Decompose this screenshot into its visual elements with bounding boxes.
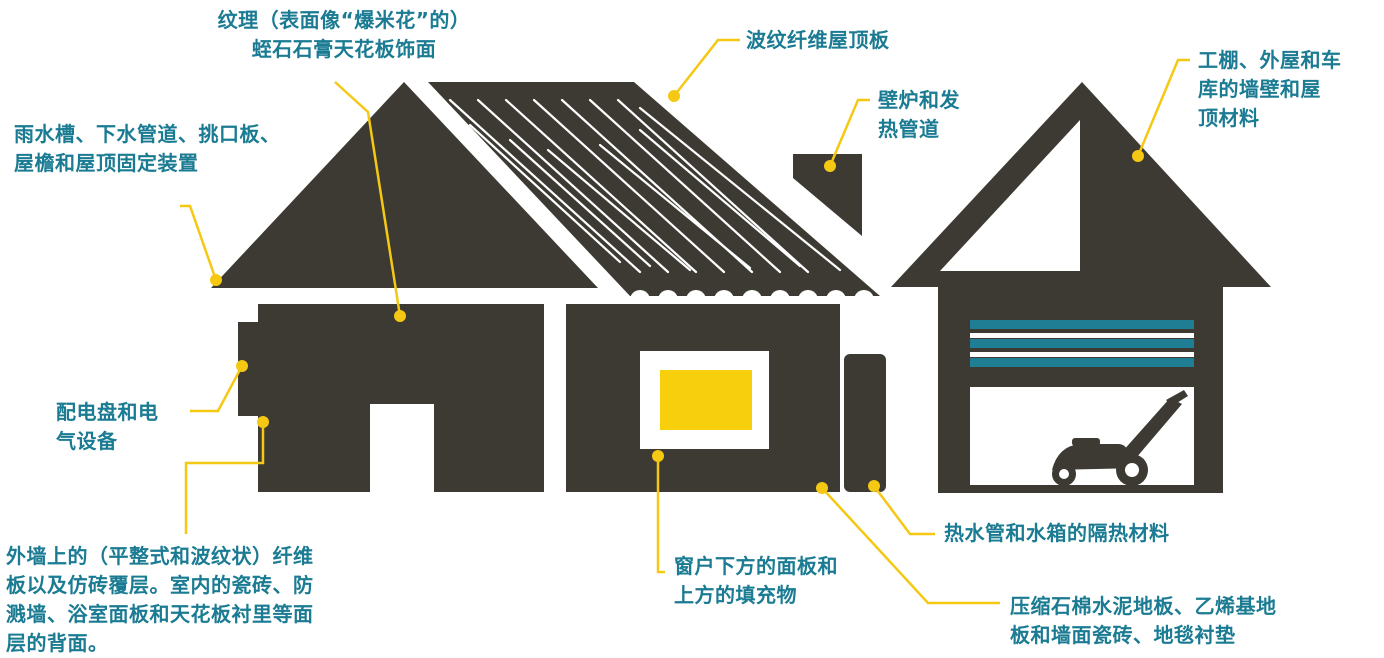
label-window-panels: 窗户下方的面板和 上方的填充物 <box>674 554 838 607</box>
garage-opening <box>970 387 1194 485</box>
switchboard-box <box>238 322 258 416</box>
label-switchboard: 配电盘和电 气设备 <box>56 400 159 453</box>
label-shed-walls: 工棚、外屋和车 库的墙壁和屋 顶材料 <box>1198 48 1342 130</box>
corrugated-ridges <box>448 98 842 274</box>
lawn-mower-icon <box>1052 390 1188 486</box>
label-corrugated-roof: 波纹纤维屋顶板 <box>746 28 890 52</box>
label-gutters: 雨水槽、下水管道、挑口板、 屋檐和屋顶固定装置 <box>14 122 281 175</box>
label-exterior-cladding: 外墙上的（平整式和波纹状）纤维 板以及仿砖覆层。室内的瓷砖、防 溅墙、浴室面板和… <box>6 544 314 655</box>
label-hot-water: 热水管和水箱的隔热材料 <box>944 521 1170 545</box>
leader-lines <box>180 38 1190 605</box>
left-roof <box>211 82 598 288</box>
hot-water-tank <box>844 354 886 492</box>
window-panel <box>660 370 752 430</box>
left-wall <box>258 304 544 492</box>
label-fireplace: 壁炉和发 热管道 <box>878 88 960 141</box>
chimney <box>793 154 862 236</box>
garage-gable-window <box>940 120 1080 271</box>
label-floor-tiles: 压缩石棉水泥地板、乙烯基地 板和墙面瓷砖、地毯衬垫 <box>1010 594 1277 647</box>
leader-dots <box>210 90 1144 494</box>
garage-door-stripes <box>970 320 1194 367</box>
label-popcorn-ceiling: 纹理（表面像“爆米花”的） 蛭石石膏天花板饰面 <box>217 8 471 61</box>
